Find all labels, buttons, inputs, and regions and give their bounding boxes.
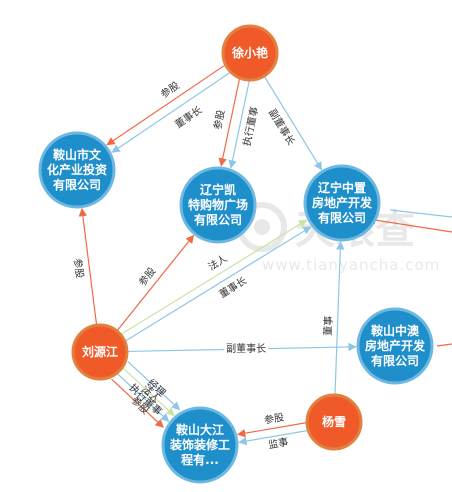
node-label: 辽宁中置 xyxy=(318,180,366,195)
edge-liu-dajiang-4[interactable] xyxy=(127,361,181,411)
node-label: 化产业投资 xyxy=(47,162,107,177)
node-label: 特购物广场 xyxy=(188,197,248,212)
person-node-xu[interactable]: 徐小艳 xyxy=(221,24,279,82)
node-label: 徐小艳 xyxy=(231,45,268,60)
node-label: 房地产开发 xyxy=(312,195,373,210)
edge-xu-wenhua-2[interactable] xyxy=(106,64,226,146)
edge-label-bg xyxy=(224,341,269,356)
edge-yang-dajiang-1[interactable] xyxy=(238,429,309,446)
offscreen-edge xyxy=(436,343,452,347)
edge-label-liu-wenhua: 参股 xyxy=(71,258,86,279)
node-circle[interactable] xyxy=(221,24,279,82)
node-circle[interactable] xyxy=(161,406,239,484)
offscreen-edge xyxy=(367,216,452,233)
edge-liu-dajiang-1[interactable] xyxy=(111,378,164,428)
node-circle[interactable] xyxy=(356,307,434,385)
node-circle[interactable] xyxy=(179,166,257,244)
node-label: 有限公司 xyxy=(53,177,101,192)
edge-label-liu-kaite: 参股 xyxy=(136,265,159,289)
edge-xu-wenhua-1[interactable] xyxy=(111,71,231,153)
watermark-url: www.tianyancha.com xyxy=(262,256,440,274)
edge-label-liu-zhongao: 副董事长 xyxy=(226,342,266,355)
edge-liu-kaite[interactable] xyxy=(116,234,195,332)
edge-label-xu-wenhua-1: 董事长 xyxy=(172,103,204,131)
edge-xu-kaite-2[interactable] xyxy=(218,78,241,167)
edges xyxy=(78,64,357,446)
node-circle[interactable] xyxy=(305,393,363,451)
edge-xu-zhongzhi[interactable] xyxy=(263,75,323,171)
edge-liu-zhongzhi-1[interactable] xyxy=(120,219,308,335)
node-label: 刘源江 xyxy=(82,344,118,359)
edge-yang-zhongzhi[interactable] xyxy=(334,241,345,396)
node-label: 杨雪 xyxy=(322,414,346,429)
company-node-dajiang[interactable]: 鞍山大江装饰装修工程有... xyxy=(161,406,239,484)
edge-label-liu-zhongzhi-2: 董事长 xyxy=(217,274,249,301)
node-circle[interactable] xyxy=(303,164,381,242)
node-label: 有限公司 xyxy=(318,210,366,225)
node-label: 鞍山大江 xyxy=(176,422,224,437)
edge-label-xu-kaite-2: 参股 xyxy=(211,109,228,131)
node-label: 房地产开发 xyxy=(365,338,426,353)
edge-liu-dajiang-3[interactable] xyxy=(122,367,175,417)
edge-label-yang-dajiang-1: 监事 xyxy=(267,435,289,451)
offscreen-edge xyxy=(389,209,452,218)
node-label: 鞍山市文 xyxy=(53,147,102,162)
node-label: 程有... xyxy=(181,452,219,467)
node-label: 鞍山中澳 xyxy=(371,323,420,338)
person-node-yang[interactable]: 杨雪 xyxy=(305,393,363,451)
node-label: 辽宁凯 xyxy=(200,182,236,197)
node-circle[interactable] xyxy=(71,323,129,381)
edge-xu-kaite-1[interactable] xyxy=(228,80,250,169)
edge-label-yang-zhongzhi: 董事 xyxy=(321,316,335,336)
person-node-liu[interactable]: 刘源江 xyxy=(71,323,129,381)
offscreen-edges xyxy=(367,209,452,347)
node-label: 有限公司 xyxy=(194,212,242,227)
edge-liu-dajiang-2[interactable] xyxy=(116,372,170,422)
edge-label-yang-dajiang-2: 参股 xyxy=(263,410,285,426)
node-circle[interactable] xyxy=(38,131,116,209)
node-label: 装饰装修工 xyxy=(169,437,230,452)
watermark-logo-eye-icon xyxy=(254,219,270,235)
edge-liu-wenhua[interactable] xyxy=(78,207,98,326)
edge-liu-zhongzhi-2[interactable] xyxy=(124,226,312,342)
node-label: 有限公司 xyxy=(371,353,419,368)
edge-yang-dajiang-2[interactable] xyxy=(236,422,307,438)
nodes[interactable]: 徐小艳刘源江杨雪鞍山市文化产业投资有限公司辽宁凯特购物广场有限公司辽宁中置房地产… xyxy=(38,24,434,484)
edge-label-xu-zhongzhi: 副董事长 xyxy=(266,107,298,148)
